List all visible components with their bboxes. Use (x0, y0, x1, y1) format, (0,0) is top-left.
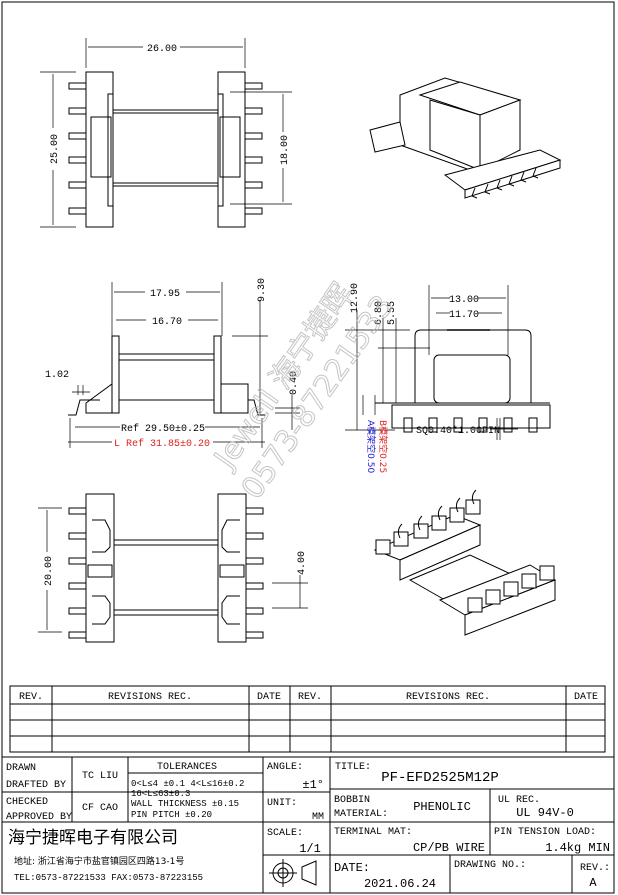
title-block: DRAWN DRAFTED BY TC LIU CHECKED APPROVED… (2, 757, 614, 893)
drawing-no-label: DRAWING NO.: (454, 860, 526, 871)
pin-tension-label: PIN TENSION LOAD: (494, 827, 596, 838)
scale-label: SCALE: (267, 828, 303, 839)
rev-value: A (589, 876, 597, 890)
material-label: MATERIAL: (334, 809, 388, 820)
scale-value: 1/1 (299, 842, 321, 856)
company-name: 海宁捷晖电子有限公司 (8, 828, 178, 848)
terminal-mat-label: TERMINAL MAT: (334, 827, 412, 838)
dim-20: 20.00 (44, 556, 55, 586)
dim-13-00: 13.00 (449, 295, 479, 306)
dim-26: 26.00 (147, 44, 177, 55)
dim-l-ref-31-85: L Ref 31.85±0.20 (114, 438, 210, 450)
dim-17-95: 17.95 (150, 289, 180, 300)
right-pins (244, 82, 263, 215)
note-b-mold: B模架空0.25 (377, 420, 389, 473)
left-pins (68, 82, 87, 215)
tolerance-wall-thickness: WALL THICKNESS ±0.15 (131, 799, 239, 809)
pin-spec: SQ0.40*1.00PIN (416, 425, 500, 437)
left-flange (85, 71, 114, 228)
dim-5-55: 5.55 (387, 301, 398, 325)
rev-header-2: REV. (298, 692, 322, 703)
date-header: DATE (257, 692, 281, 703)
dim-18: 18.00 (280, 135, 291, 165)
drafted-by-label: DRAFTED BY (6, 780, 66, 791)
company-contact: TEL:0573-87221533 FAX:0573-87223155 (14, 873, 203, 883)
end-view: 12.90 6.80 5.55 13.00 11.70 SQ0.40*1.00P… (345, 283, 551, 473)
drawn-label: DRAWN (6, 763, 36, 774)
dim-9-30: 9.30 (257, 278, 268, 302)
tolerance-line-2: 16<L≤63±0.3 (131, 789, 190, 799)
drafted-by-value: TC LIU (82, 771, 118, 782)
date-value: 2021.06.24 (364, 877, 436, 891)
terminal-mat-value: CP/PB WIRE (413, 841, 485, 855)
projection-symbol-icon (269, 859, 317, 887)
rev-header: REV. (19, 692, 43, 703)
dim-25: 25.00 (50, 134, 61, 164)
tolerances-label: TOLERANCES (157, 762, 217, 773)
dim-1-02: 1.02 (45, 370, 69, 381)
bobbin-label: BOBBIN (334, 795, 370, 806)
material-value: PHENOLIC (413, 800, 471, 814)
pin-tension-value: 1.4kg MIN (545, 841, 610, 855)
note-a-mold: A模架空0.50 (365, 420, 377, 473)
dim-ref-29-50: Ref 29.50±0.25 (121, 423, 205, 435)
revisions-table: REV. REVISIONS REC. DATE REV. REVISIONS … (9, 685, 606, 753)
tolerance-line-1: 0<L≤4 ±0.1 4<L≤16±0.2 (131, 779, 244, 789)
rev-label: REV.: (580, 863, 610, 874)
revisions-rec-header-2: REVISIONS REC. (406, 692, 490, 703)
angle-label: ANGLE: (267, 762, 303, 773)
unit-label: UNIT: (267, 798, 297, 809)
ul-rec-value: UL 94V-0 (516, 806, 574, 820)
date-header-2: DATE (574, 692, 598, 703)
title-label: TITLE: (335, 762, 371, 773)
approved-by-label: APPROVED BY (6, 812, 72, 823)
dim-4: 4.00 (297, 551, 308, 575)
dim-16-70: 16.70 (152, 317, 182, 328)
ul-rec-label: UL REC. (498, 795, 540, 806)
date-label: DATE: (334, 861, 370, 875)
company-address: 地址: 浙江省海宁市盐官镇园区四路13-1号 (14, 855, 184, 867)
dim-12-90: 12.90 (350, 283, 361, 313)
approved-by-value: CF CAO (82, 803, 118, 814)
side-view: 17.95 16.70 9.30 1.02 0.40 Ref 29.50±0.2… (45, 278, 300, 450)
tolerance-pin-pitch: PIN PITCH ±0.20 (131, 810, 212, 820)
unit-value: MM (312, 812, 324, 823)
isometric-view-bottom (373, 489, 557, 636)
dim-6-80: 6.80 (374, 301, 385, 325)
dim-0-40: 0.40 (289, 371, 300, 395)
isometric-view-top (369, 77, 562, 199)
revisions-rec-header: REVISIONS REC. (108, 692, 192, 703)
bottom-view: 20.00 4.00 (38, 493, 308, 643)
angle-value: ±1° (302, 778, 324, 792)
top-view: 26.00 25.00 18.00 (40, 38, 292, 228)
dim-11-70: 11.70 (449, 310, 479, 321)
checked-label: CHECKED (6, 797, 48, 808)
title-value: PF-EFD2525M12P (381, 770, 499, 786)
